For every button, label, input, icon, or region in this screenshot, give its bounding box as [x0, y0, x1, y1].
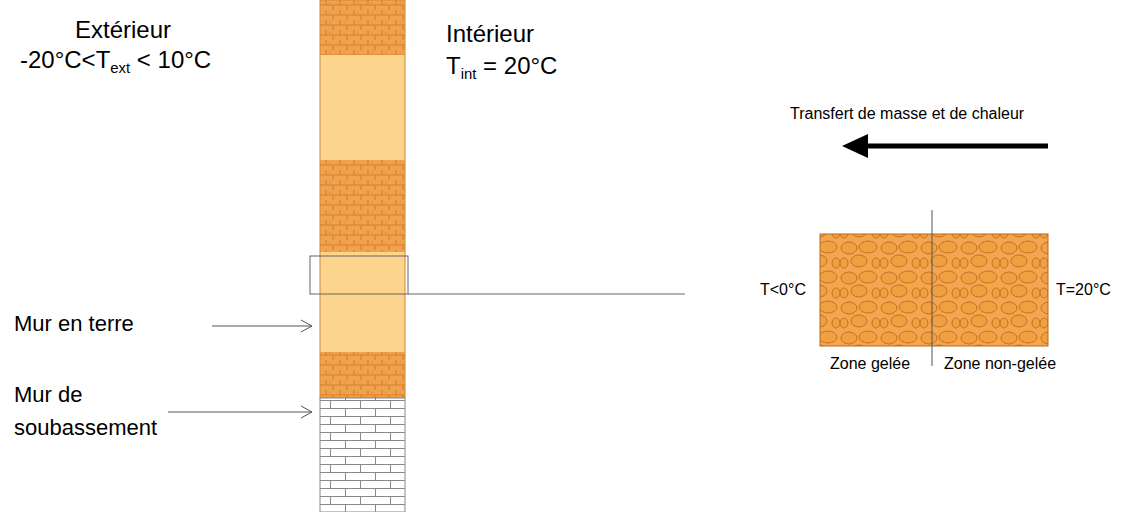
- text-label: = 20°C: [483, 52, 557, 81]
- text-label: Intérieur: [446, 20, 534, 49]
- text-label: T=20°C: [1056, 280, 1111, 299]
- text-label: Mur en terre: [14, 311, 134, 337]
- zoom-frame: [310, 256, 408, 294]
- text-label: -20°C<T: [20, 46, 110, 75]
- freeze-front: [932, 210, 933, 366]
- text-label: Zone gelée: [830, 354, 910, 373]
- transfer-arrow: [842, 134, 1048, 158]
- leader-arrow: [168, 412, 312, 413]
- text-label: Extérieur: [75, 16, 171, 45]
- text-label: < 10°C: [137, 46, 211, 75]
- text-row: Extérieur: [75, 16, 171, 45]
- text-row: -20°C<Text < 10°C: [20, 46, 211, 75]
- zoom-leader: [408, 294, 685, 295]
- text-row: Tint = 20°C: [446, 52, 557, 81]
- text-label: Transfert de masse et de chaleur: [790, 104, 1024, 123]
- text-label: ext: [110, 60, 130, 78]
- text-label: Mur de soubassement: [14, 378, 174, 444]
- text-label: int: [461, 66, 477, 84]
- earth-wall: [320, 0, 405, 398]
- leader-arrow: [212, 326, 312, 327]
- text-label: T<0°C: [760, 280, 806, 299]
- base-wall: [320, 398, 405, 512]
- text-label: Zone non-gelée: [944, 354, 1056, 373]
- text-label: T: [446, 52, 461, 81]
- text-row: Intérieur: [446, 20, 534, 49]
- soil-sample: [820, 234, 1048, 346]
